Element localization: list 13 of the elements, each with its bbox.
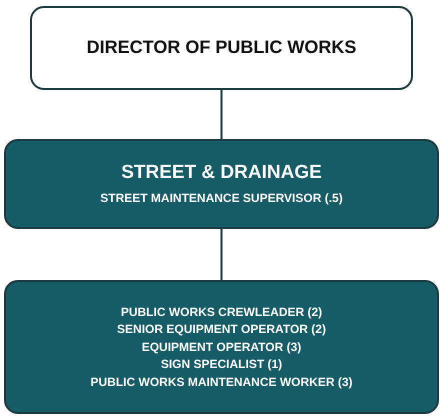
- title-text: DIRECTOR OF PUBLIC WORKS: [86, 37, 356, 59]
- position-text: EQUIPMENT OPERATOR (3): [142, 340, 302, 354]
- org-title-box: [30, 6, 413, 90]
- connector-line: [220, 90, 222, 139]
- position-text: PUBLIC WORKS CREWLEADER (2): [120, 305, 322, 320]
- connector-line: [220, 229, 222, 280]
- unit-heading: STREET & DRAINAGE: [121, 162, 322, 186]
- position-text: SIGN SPECIALIST (1): [160, 357, 282, 372]
- org-unit-box: [4, 280, 439, 414]
- org-unit-box: [4, 139, 439, 229]
- position-text: PUBLIC WORKS MAINTENANCE WORKER (3): [90, 374, 352, 389]
- position-text: SENIOR EQUIPMENT OPERATOR (2): [117, 322, 326, 337]
- title-text: STREET MAINTENANCE SUPERVISOR (.5): [100, 191, 343, 206]
